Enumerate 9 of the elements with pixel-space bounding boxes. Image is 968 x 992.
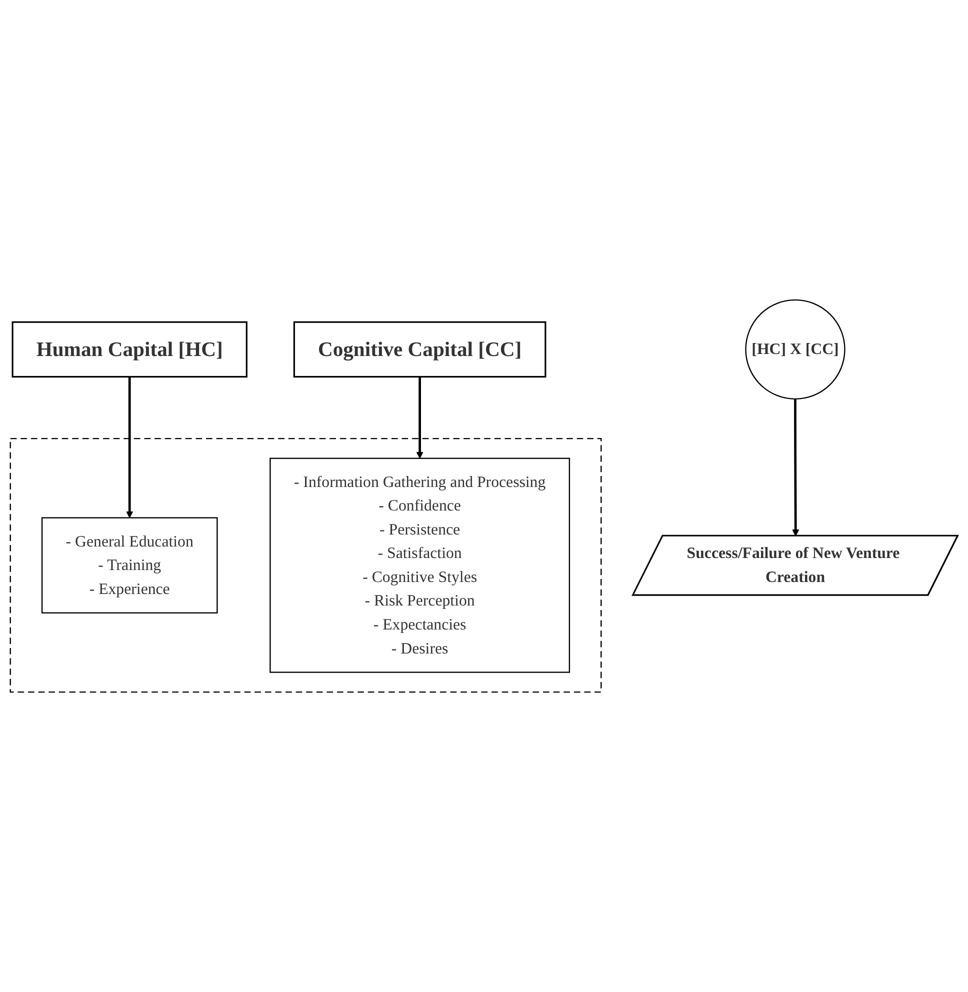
- arrow: [126, 376, 134, 518]
- node-box: - Information Gathering and Processing - Confidence - Persistence - Satisfaction - Cognitive Styles - Risk Perception - Expectancies - Desires: [270, 458, 570, 673]
- node-box: - General Education - Training - Experience: [41, 517, 218, 614]
- node-circle: [HC] X [CC]: [745, 299, 846, 400]
- node-box: Cognitive Capital [CC]: [293, 321, 546, 378]
- arrow: [416, 376, 424, 459]
- arrow: [792, 398, 800, 536]
- cluster: [10, 438, 602, 693]
- node-box: Human Capital [HC]: [12, 321, 248, 378]
